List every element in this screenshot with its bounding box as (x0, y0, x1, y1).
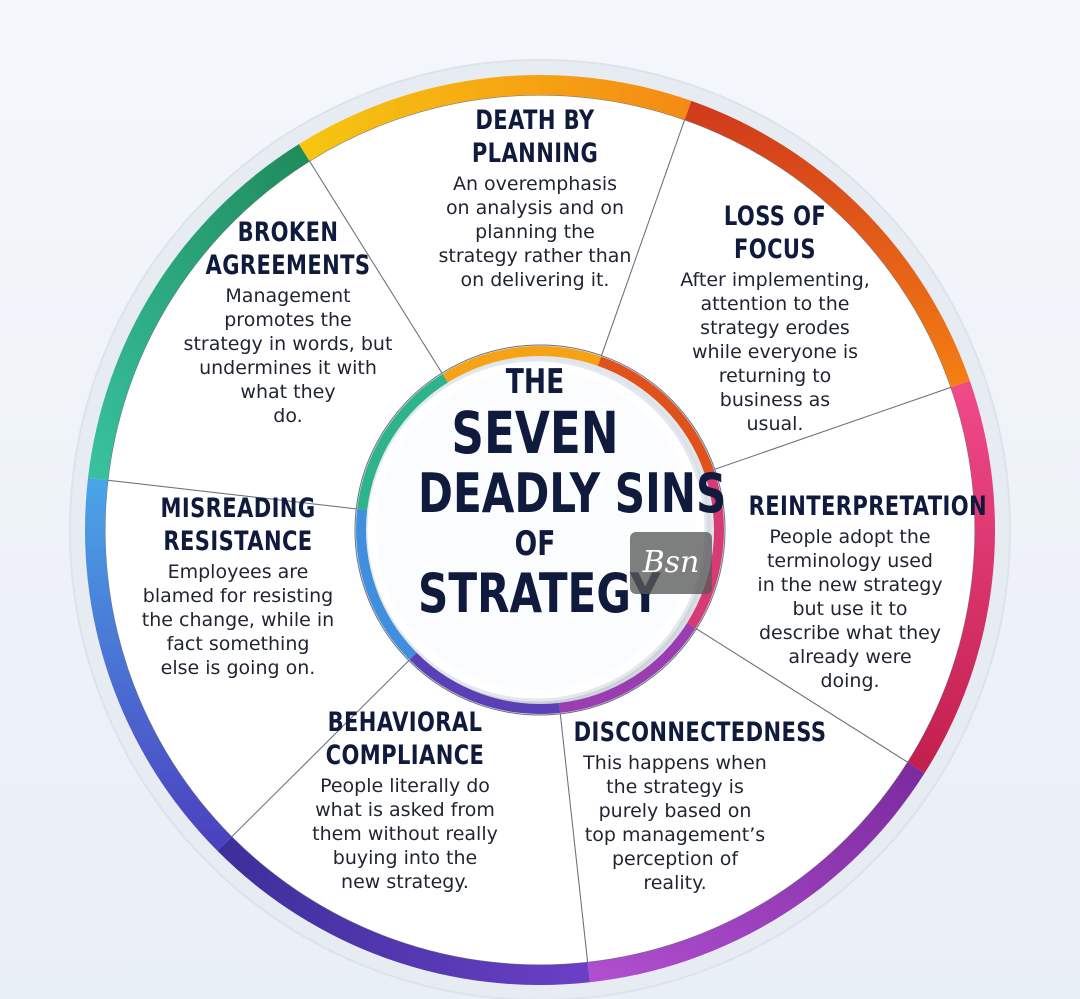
sin-title: BROKEN AGREEMENTS (205, 217, 371, 281)
segment-inner-ring (356, 508, 417, 660)
sin-disconnectedness: DISCONNECTEDNESS This happens when the s… (545, 716, 827, 895)
sin-reinterpretation: REINTERPRETATION People adopt the termin… (720, 490, 988, 693)
sin-title: MISREADING RESISTANCE (160, 493, 316, 557)
segment-outer-ring (84, 477, 232, 851)
watermark-badge: Bsn (630, 532, 712, 594)
segment-outer-ring (684, 100, 970, 388)
sin-description: People adopt the terminology used in the… (757, 526, 943, 692)
sin-description: After implementing, attention to the str… (680, 269, 870, 435)
segment-inner-ring (597, 356, 714, 473)
sin-broken-agreements: BROKEN AGREEMENTS Management promotes th… (168, 216, 408, 428)
sin-death-by-planning: DEATH BY PLANNING An overemphasis on ana… (410, 104, 660, 292)
sin-title: DISCONNECTEDNESS (573, 717, 827, 748)
sin-title: REINTERPRETATION (748, 491, 988, 522)
sin-behavioral-compliance: BEHAVIORAL COMPLIANCE People literally d… (285, 706, 525, 894)
segment-inner-ring (559, 622, 696, 713)
segment-inner-ring (409, 652, 561, 714)
sin-description: An overemphasis on analysis and on plann… (438, 173, 632, 291)
center-title: THE SEVEN DEADLY SINS OF STRATEGY (385, 362, 727, 625)
segment-outer-ring (87, 144, 310, 481)
sin-misreading-resistance: MISREADING RESISTANCE Employees are blam… (118, 492, 358, 680)
sin-description: Employees are blamed for resisting the c… (141, 561, 335, 679)
center-title-line-1: THE (505, 362, 565, 402)
segment-inner-ring (357, 373, 448, 511)
segment-inner-ring (687, 469, 724, 629)
center-core (376, 370, 696, 690)
center-title-line-3: DEADLY SINS (418, 462, 727, 525)
sin-title: LOSS OF FOCUS (723, 201, 827, 265)
segment-outer-ring (217, 836, 590, 985)
segment-outer-ring (587, 762, 925, 983)
sin-description: People literally do what is asked from t… (312, 775, 498, 893)
sin-title: DEATH BY PLANNING (471, 105, 599, 169)
sin-description: This happens when the strategy is purely… (583, 752, 767, 894)
center-title-line-2: SEVEN (451, 399, 619, 467)
segment-outer-ring (298, 75, 692, 162)
segment-inner-ring (442, 346, 602, 383)
center-title-line-5: STRATEGY (418, 562, 661, 625)
center-title-line-4: OF (514, 524, 556, 564)
sin-description: Management promotes the strategy in word… (183, 285, 393, 427)
segment-outer-ring (907, 380, 995, 774)
sin-title: BEHAVIORAL COMPLIANCE (325, 707, 485, 771)
sin-loss-of-focus: LOSS OF FOCUS After implementing, attent… (650, 200, 900, 436)
